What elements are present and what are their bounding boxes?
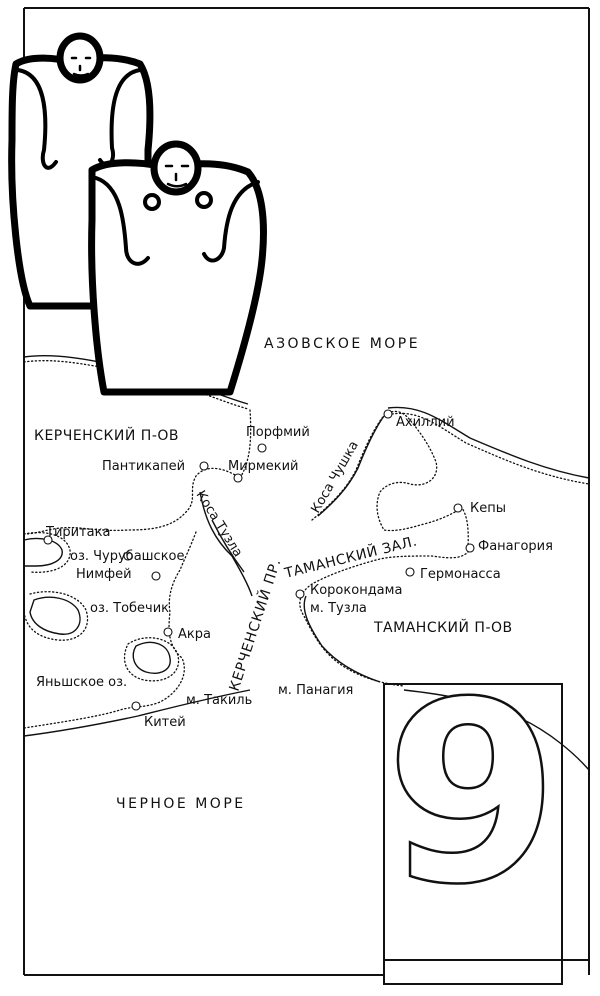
label-azov-sea: АЗОВСКОЕ МОРЕ: [264, 336, 420, 352]
label-korokondama: Корокондама: [310, 583, 402, 598]
label-germonassa: Гермонасса: [420, 567, 501, 582]
site-mirmekiy: [233, 473, 243, 483]
site-fanagoriya: [465, 543, 475, 553]
label-cape-tuzla: м. Тузла: [310, 601, 367, 616]
site-churubash: [123, 551, 133, 561]
label-cape-takil: м. Такиль: [186, 693, 252, 708]
site-korokondama: [295, 589, 305, 599]
label-tiritaka: Тиритака: [45, 525, 110, 540]
label-tuzla-spit: Коса Тузла: [193, 488, 246, 560]
label-kerch-strait: КЕРЧЕНСКИЙ ПР.: [225, 556, 285, 694]
label-black-sea: ЧЕРНОЕ МОРЕ: [116, 796, 246, 812]
label-cape-panagiya: м. Панагия: [278, 683, 353, 698]
taman-peninsula-coast: [299, 410, 590, 771]
label-lake-churubashskoe: оз. Чурубашское: [70, 549, 185, 564]
label-fanagoriya: Фанагория: [478, 539, 553, 554]
label-nimfey: Нимфей: [76, 567, 132, 582]
site-kepy: [453, 503, 463, 513]
tuzla-spit-shape: [211, 519, 245, 573]
label-lake-yanyshskoe: Яньшское оз.: [36, 675, 127, 690]
site-akhilliy: [383, 409, 393, 419]
label-kitey: Китей: [144, 715, 186, 730]
label-taman-peninsula: ТАМАНСКИЙ П-ОВ: [373, 618, 513, 636]
site-akra: [163, 627, 173, 637]
label-kerch-peninsula: КЕРЧЕНСКИЙ П-ОВ: [34, 426, 179, 444]
label-akhilliy: Ахиллий: [396, 415, 455, 430]
page-number-box: 9: [383, 647, 589, 985]
stone-idol-figures: [8, 32, 267, 396]
site-germonassa: [405, 567, 415, 577]
label-akra: Акра: [178, 627, 211, 642]
lake-tobechik-shape: [23, 591, 89, 641]
settlement-markers: [43, 409, 475, 711]
page-number: 9: [385, 648, 559, 939]
label-pantikapey: Пантикапей: [102, 459, 185, 474]
label-mirmekiy: Мирмекий: [228, 459, 298, 474]
label-lake-tobechik: оз. Тобечик: [90, 601, 169, 616]
site-pantikapey: [199, 461, 209, 471]
label-porfmiy: Порфмий: [246, 425, 310, 440]
lake-churubashskoe-shape: [23, 531, 71, 573]
site-kitey: [131, 701, 141, 711]
label-kepy: Кепы: [470, 501, 506, 516]
site-nimfey: [151, 571, 161, 581]
site-tiritaka: [43, 535, 53, 545]
lake-yanyshskoe-shape: [123, 637, 180, 682]
label-chushka-spit: Коса Чушка: [308, 439, 361, 516]
site-porfmiy: [257, 443, 267, 453]
